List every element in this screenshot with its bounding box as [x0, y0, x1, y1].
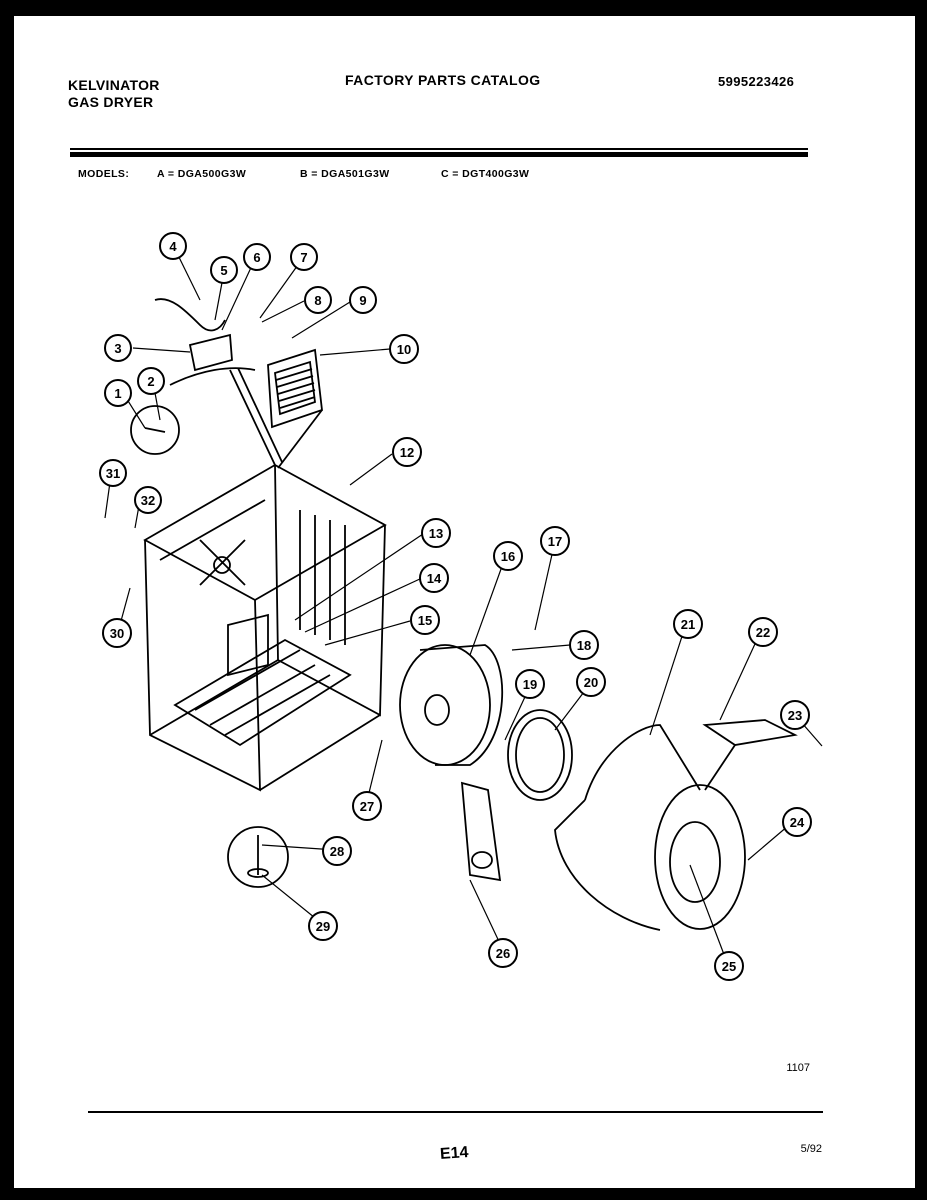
svg-text:29: 29: [316, 919, 330, 934]
svg-text:18: 18: [577, 638, 591, 653]
svg-text:32: 32: [141, 493, 155, 508]
svg-text:31: 31: [106, 466, 120, 481]
callout-28: 28: [322, 836, 352, 866]
cabinet: [143, 463, 387, 792]
svg-text:30: 30: [110, 626, 124, 641]
svg-text:7: 7: [300, 250, 307, 265]
svg-text:15: 15: [418, 613, 432, 628]
catalog-part-number: 5995223426: [718, 74, 795, 89]
callout-24: 24: [782, 807, 812, 837]
svg-text:17: 17: [548, 534, 562, 549]
callout-markers: 1 2 3 4 5 6 7 8 9 10 12 13 14 15 16 17 1…: [99, 232, 812, 981]
header-rule-thick: [70, 152, 808, 157]
svg-text:12: 12: [400, 445, 414, 460]
model-c: C = DGT400G3W: [441, 168, 530, 180]
diagram-code: 1107: [786, 1062, 810, 1074]
callout-31: 31: [99, 459, 127, 487]
callout-17: 17: [540, 526, 570, 556]
svg-text:25: 25: [722, 959, 736, 974]
product-type: GAS DRYER: [68, 94, 154, 110]
svg-text:21: 21: [681, 617, 695, 632]
svg-text:9: 9: [359, 293, 366, 308]
callout-5: 5: [210, 256, 238, 284]
callout-19: 19: [515, 669, 545, 699]
callout-8: 8: [304, 286, 332, 314]
callout-22: 22: [748, 617, 778, 647]
rear-access-cover: [130, 405, 289, 888]
svg-text:14: 14: [427, 571, 442, 586]
svg-text:26: 26: [496, 946, 510, 961]
callout-9: 9: [349, 286, 377, 314]
callout-25: 25: [714, 951, 744, 981]
callout-14: 14: [419, 563, 449, 593]
callout-10: 10: [389, 334, 419, 364]
svg-text:23: 23: [788, 708, 802, 723]
callout-15: 15: [410, 605, 440, 635]
callout-20: 20: [576, 667, 606, 697]
callout-23: 23: [780, 700, 810, 730]
callout-18: 18: [569, 630, 599, 660]
header-rule: [70, 148, 808, 150]
vent-grille: [267, 348, 323, 469]
model-a: A = DGA500G3W: [157, 168, 247, 180]
callout-21: 21: [673, 609, 703, 639]
svg-text:1: 1: [114, 386, 121, 401]
svg-text:28: 28: [330, 844, 344, 859]
date-code: 5/92: [800, 1143, 822, 1155]
callout-3: 3: [104, 334, 132, 362]
leader-lines: [104, 246, 823, 966]
page-code: E14: [439, 1144, 469, 1163]
svg-text:6: 6: [253, 250, 260, 265]
svg-text:27: 27: [360, 799, 374, 814]
callout-7: 7: [290, 243, 318, 271]
callout-1: 1: [104, 379, 132, 407]
catalog-title: FACTORY PARTS CATALOG: [345, 72, 541, 88]
svg-text:16: 16: [501, 549, 515, 564]
brand-block: KELVINATOR GAS DRYER: [68, 77, 160, 111]
svg-text:22: 22: [756, 625, 770, 640]
callout-13: 13: [421, 518, 451, 548]
callout-27: 27: [352, 791, 382, 821]
svg-text:19: 19: [523, 677, 537, 692]
svg-text:5: 5: [220, 263, 227, 278]
svg-text:8: 8: [314, 293, 321, 308]
footer-rule: [88, 1111, 823, 1113]
models-label: MODELS:: [78, 168, 130, 180]
svg-text:2: 2: [147, 374, 154, 389]
callout-30: 30: [102, 618, 132, 648]
callout-32: 32: [134, 486, 162, 514]
callout-2: 2: [137, 367, 165, 395]
drum: [554, 719, 798, 931]
callout-6: 6: [243, 243, 271, 271]
svg-text:10: 10: [397, 342, 411, 357]
svg-text:4: 4: [169, 239, 177, 254]
model-b: B = DGA501G3W: [300, 168, 390, 180]
front-bulkhead: [399, 644, 573, 882]
callout-26: 26: [488, 938, 518, 968]
svg-text:24: 24: [790, 815, 805, 830]
callout-16: 16: [493, 541, 523, 571]
brand-name: KELVINATOR: [68, 77, 160, 93]
top-bracket-assembly: [154, 298, 283, 466]
svg-text:20: 20: [584, 675, 598, 690]
svg-text:3: 3: [114, 341, 121, 356]
callout-4: 4: [159, 232, 187, 260]
svg-text:13: 13: [429, 526, 443, 541]
callout-29: 29: [308, 911, 338, 941]
callout-12: 12: [392, 437, 422, 467]
